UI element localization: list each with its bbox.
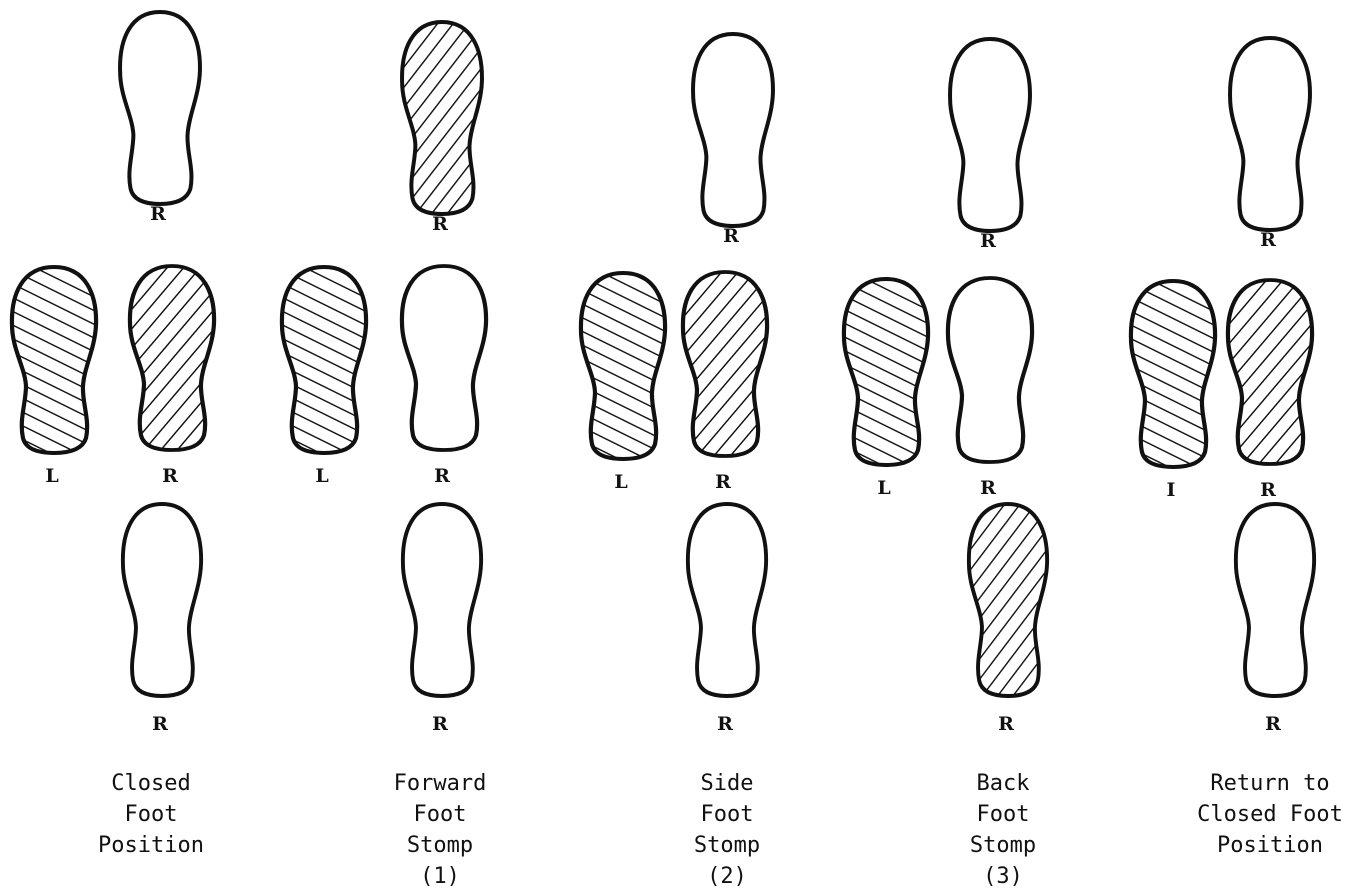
footprint-right-hatched: R bbox=[1228, 280, 1312, 501]
footprint-right-outline: R bbox=[402, 266, 486, 487]
caption-line: Foot bbox=[41, 799, 261, 830]
footprint-front-right-outline: R bbox=[950, 39, 1030, 252]
footprint-back-right-outline: R bbox=[688, 504, 766, 735]
stomp-panel-2: R L R R bbox=[282, 22, 486, 735]
foot-label-front-right: R bbox=[723, 225, 739, 247]
footprint-back-right-outline: R bbox=[1236, 504, 1314, 735]
footprint-right-outline: R bbox=[948, 278, 1032, 499]
caption-line: Side bbox=[617, 768, 837, 799]
caption-line: (3) bbox=[893, 861, 1113, 892]
foot-label-front-right: R bbox=[432, 213, 448, 235]
foot-label-front-right: R bbox=[150, 203, 166, 225]
foot-label-left: L bbox=[614, 471, 627, 493]
caption-line: Return to bbox=[1160, 768, 1358, 799]
foot-label-back-right: R bbox=[1265, 713, 1281, 735]
foot-label-left: L bbox=[877, 477, 890, 499]
caption-line: Foot bbox=[893, 799, 1113, 830]
stomp-panel-1: R L R R bbox=[12, 12, 214, 735]
foot-label-front-right: R bbox=[980, 230, 996, 252]
footprint-right-hatched: R bbox=[683, 272, 767, 493]
footprint-left-hatched: L bbox=[581, 273, 665, 493]
footprint-left-hatched: L bbox=[12, 267, 96, 487]
foot-label-left: I bbox=[1167, 479, 1176, 501]
caption-line: (1) bbox=[330, 861, 550, 892]
foot-label-right: R bbox=[162, 465, 178, 487]
foot-label-back-right: R bbox=[152, 713, 168, 735]
caption-line: Stomp bbox=[617, 830, 837, 861]
stomp-panel-5: R I R R bbox=[1131, 38, 1314, 735]
caption-line: Foot bbox=[330, 799, 550, 830]
caption-line: Closed bbox=[41, 768, 261, 799]
footprint-back-right-outline: R bbox=[123, 504, 201, 735]
foot-label-back-right: R bbox=[998, 713, 1014, 735]
footprint-front-right-outline: R bbox=[1230, 38, 1310, 251]
footprint-front-right-hatched: R bbox=[402, 22, 482, 235]
caption-line: Forward bbox=[330, 768, 550, 799]
caption-line: Position bbox=[41, 830, 261, 861]
caption-line: Closed Foot bbox=[1160, 799, 1358, 830]
foot-label-back-right: R bbox=[432, 713, 448, 735]
caption-line: (2) bbox=[617, 861, 837, 892]
foot-label-right: R bbox=[715, 471, 731, 493]
caption-line: Stomp bbox=[330, 830, 550, 861]
caption-line: Back bbox=[893, 768, 1113, 799]
stomp-panel-4: R L R R bbox=[844, 39, 1047, 735]
footprint-left-hatched: I bbox=[1131, 281, 1215, 501]
foot-label-back-right: R bbox=[717, 713, 733, 735]
footprint-back-right-hatched: R bbox=[969, 504, 1047, 735]
footprint-front-right-outline: R bbox=[693, 34, 773, 247]
foot-label-right: R bbox=[980, 477, 996, 499]
foot-label-right: R bbox=[434, 465, 450, 487]
footprint-left-hatched: L bbox=[282, 267, 366, 487]
caption-line: Foot bbox=[617, 799, 837, 830]
stomp-panel-3: R L R R bbox=[581, 34, 773, 735]
foot-label-left: L bbox=[45, 465, 58, 487]
footprint-front-right-outline: R bbox=[120, 12, 200, 225]
caption-line: Position bbox=[1160, 830, 1358, 861]
footprint-right-hatched: R bbox=[130, 266, 214, 487]
foot-label-left: L bbox=[315, 465, 328, 487]
footprint-left-hatched: L bbox=[844, 279, 928, 499]
foot-label-right: R bbox=[1260, 479, 1276, 501]
caption-line: Stomp bbox=[893, 830, 1113, 861]
footprint-back-right-outline: R bbox=[403, 504, 481, 735]
foot-label-front-right: R bbox=[1260, 229, 1276, 251]
